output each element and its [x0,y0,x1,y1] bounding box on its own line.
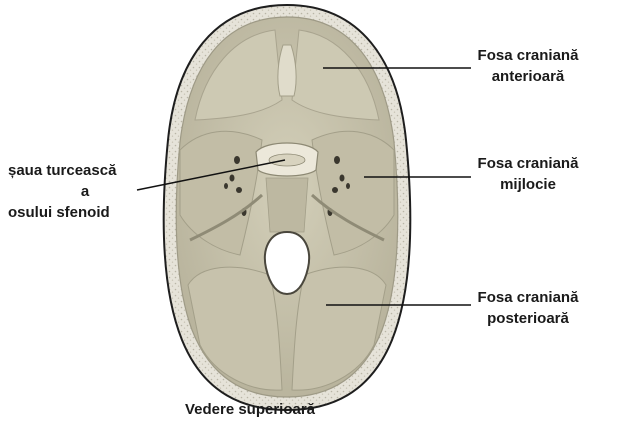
foramen-magnum [264,230,310,296]
middle-fossa-right [311,130,395,256]
label-posterior-fossa: Fosa craniană posterioară [470,287,586,329]
anterior-fossa-right [291,29,380,121]
petrous-ridge-right [310,193,385,242]
clivus [265,177,309,233]
label-sella-line2: a [80,183,90,200]
anterior-fossa-left [194,29,283,121]
label-middle-line2: mijlocie [500,176,556,193]
label-sella-turcica: șaua turcească a osului sfenoid [8,160,148,223]
leader-sella [136,159,286,191]
label-anterior-line1: Fosa craniană [477,47,579,64]
petrous-ridge-left [189,193,264,242]
label-middle-line1: Fosa craniană [477,155,579,172]
label-sella-line3: osului sfenoid [8,204,110,221]
sella-inner [268,153,306,167]
middle-fossa-left [179,130,263,256]
posterior-fossa-right [291,266,387,391]
label-sella-line1: șaua turcească [8,162,117,179]
label-posterior-line1: Fosa craniană [477,289,579,306]
crista-galli [277,44,297,97]
label-middle-fossa: Fosa craniană mijlocie [470,153,586,195]
label-anterior-fossa: Fosa craniană anterioară [470,45,586,87]
label-posterior-line2: posterioară [487,310,569,327]
label-anterior-line2: anterioară [491,68,565,85]
caption-view: Vedere superioară [184,401,316,418]
posterior-fossa-left [187,266,283,391]
